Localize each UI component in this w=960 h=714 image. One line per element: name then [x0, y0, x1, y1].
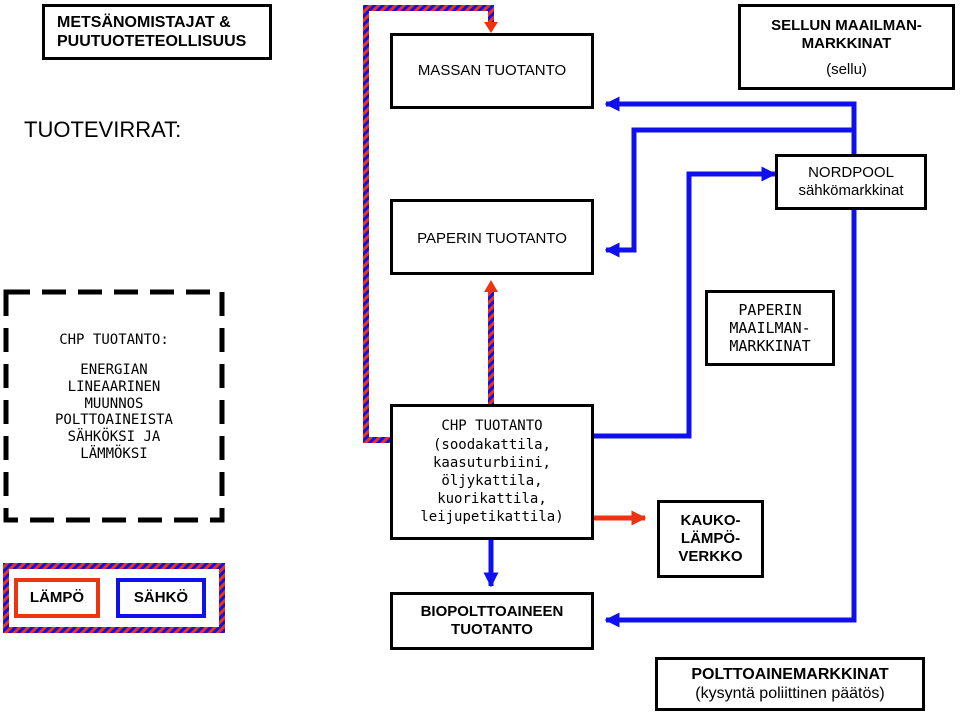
legend-heat: LÄMPÖ: [14, 578, 100, 618]
pulp-arrowhead: [484, 22, 498, 33]
nordpool-line2: sähkömarkkinat: [798, 182, 904, 199]
chp-concept-line: POLTTOAINEISTA: [54, 412, 173, 429]
district-heating-line2: LÄMPÖ-: [680, 530, 741, 547]
chp-concept-line: LÄMMÖKSI: [80, 445, 148, 462]
paper-markets-line1: PAPERIN: [738, 301, 802, 319]
pulp-production-label: MASSAN TUOTANTO: [417, 62, 567, 79]
pulp-markets-line1: SELLUN MAAILMAN-: [771, 17, 922, 34]
pulp-markets-line2: MARKKINAT: [801, 35, 892, 52]
fuel-markets-box: POLTTOAINEMARKKINAT (kysyntä poliittinen…: [655, 657, 925, 711]
stakeholders-box: METSÄNOMISTAJAT & PUUTUOTETEOLLISUUS: [42, 4, 272, 60]
legend-heat-label: LÄMPÖ: [29, 589, 85, 606]
chp-concept-text: CHP TUOTANTO: ENERGIAN LINEAARINEN MUUNN…: [14, 332, 214, 463]
chp-concept-line: ENERGIAN: [80, 362, 148, 378]
nordpool-box: NORDPOOL sähkömarkkinat: [775, 154, 927, 210]
nordpool-to-biofuel-line: [604, 209, 857, 628]
paper-production-box: PAPERIN TUOTANTO: [390, 199, 594, 275]
biofuel-production-box: BIOPOLTTOAINEEN TUOTANTO: [390, 592, 594, 650]
district-heating-line3: VERKKO: [678, 548, 743, 565]
chp-plant-line: kaasuturbiini,: [432, 454, 551, 471]
paper-markets-line3: MARKKINAT: [729, 337, 811, 355]
chp-plant-line: öljykattila,: [441, 473, 543, 489]
paper-markets-box: PAPERIN MAAILMAN- MARKKINAT: [705, 290, 835, 366]
district-heating-line1: KAUKO-: [680, 512, 741, 529]
fuel-markets-line1: POLTTOAINEMARKKINAT: [691, 665, 889, 683]
paper-markets-line2: MAAILMAN-: [729, 319, 811, 337]
chp-concept-line: MUUNNOS: [84, 395, 144, 412]
paper-production-label: PAPERIN TUOTANTO: [417, 230, 567, 247]
pulp-production-box: MASSAN TUOTANTO: [390, 33, 594, 109]
biofuel-production-line1: BIOPOLTTOAINEEN: [420, 603, 564, 620]
legend-electricity-label: SÄHKÖ: [133, 589, 189, 606]
page-title: TUOTEVIRRAT:: [24, 117, 182, 142]
chp-concept-line: SÄHKÖKSI JA: [67, 429, 161, 446]
stakeholders-line2: PUUTUOTETEOLLISUUS: [57, 33, 247, 50]
chp-plant-line: kuorikattila,: [437, 491, 547, 508]
legend-electricity: SÄHKÖ: [116, 578, 206, 618]
chp-plant-heading: CHP TUOTANTO: [441, 418, 543, 435]
legend-frame: [3, 563, 225, 633]
biofuel-production-line2: TUOTANTO: [451, 621, 533, 638]
nordpool-to-paper-line: [604, 127, 854, 258]
chp-concept-heading: CHP TUOTANTO:: [59, 332, 169, 348]
paper-arrowhead: [484, 280, 498, 292]
chp-plant-box: CHP TUOTANTO (soodakattila, kaasuturbiin…: [390, 404, 594, 540]
chp-concept-line: LINEAARINEN: [67, 378, 161, 395]
nordpool-line1: NORDPOOL: [808, 164, 894, 181]
chp-plant-line: (soodakattila,: [432, 436, 551, 453]
chp-plant-line: leijupetikattila): [420, 509, 564, 526]
district-heating-box: KAUKO- LÄMPÖ- VERKKO: [657, 500, 764, 578]
fuel-markets-line2: (kysyntä poliittinen päätös): [695, 685, 885, 702]
pulp-markets-box: SELLUN MAAILMAN- MARKKINAT (sellu): [738, 4, 955, 90]
chp-concept-frame: [3, 289, 225, 523]
chp-to-nordpool-line: [594, 166, 777, 439]
chp-to-pulp-line: [363, 5, 494, 443]
stakeholders-line1: METSÄNOMISTAJAT &: [57, 13, 231, 31]
pulp-markets-sub: (sellu): [826, 61, 867, 78]
